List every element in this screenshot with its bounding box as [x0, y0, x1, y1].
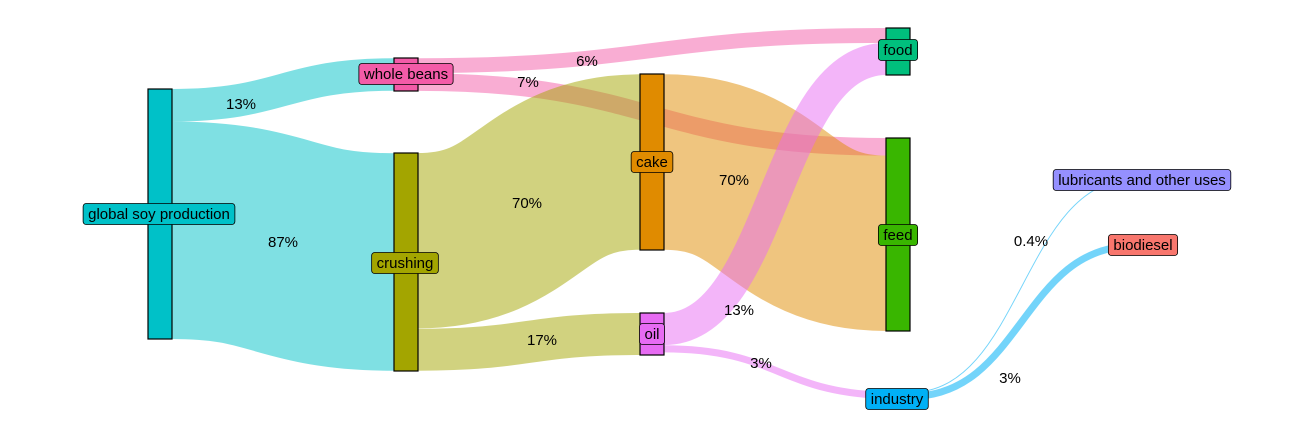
link-label-oil-to-industry: 3%	[750, 355, 772, 372]
node-label-global: global soy production	[88, 206, 230, 223]
link-oil-to-food	[662, 42, 888, 346]
link-global-to-crushing	[170, 121, 396, 371]
node-label-lubricants: lubricants and other uses	[1058, 172, 1226, 189]
node-label-cake: cake	[636, 154, 668, 171]
node-label-oil: oil	[644, 326, 659, 343]
node-label-box-biodiesel	[1107, 234, 1179, 256]
node-label-box-cake	[630, 151, 674, 173]
node-label-box-food	[877, 39, 919, 61]
link-industry-to-biodiesel	[909, 242, 1135, 401]
link-global-to-beans	[171, 58, 395, 122]
node-label-biodiesel: biodiesel	[1113, 237, 1172, 254]
labels-layer: 13% 87% 6% 7% 70% 17% 70% 13% 3% 0.4% 3% global soy…	[82, 39, 1232, 410]
links-layer	[170, 28, 1135, 401]
link-label-beans-to-food: 6%	[576, 53, 598, 70]
link-label-crushing-to-cake: 70%	[512, 195, 542, 212]
link-beans-to-food	[417, 28, 887, 74]
node-label-feed: feed	[883, 227, 912, 244]
link-label-cake-to-feed: 70%	[719, 172, 749, 189]
link-label-global-to-crushing: 87%	[268, 234, 298, 251]
node-label-box-lubricants	[1052, 169, 1232, 191]
link-oil-to-industry	[663, 345, 897, 400]
node-label-box-industry	[865, 388, 929, 410]
node-label-box-crushing	[371, 252, 439, 274]
link-label-industry-to-lubricants: 0.4%	[1014, 233, 1048, 250]
node-label-industry: industry	[871, 391, 924, 408]
link-label-oil-to-food: 13%	[724, 302, 754, 319]
node-label-crushing: crushing	[377, 255, 434, 272]
node-label-box-beans	[358, 63, 454, 85]
link-label-crushing-to-oil: 17%	[527, 332, 557, 349]
link-crushing-to-oil	[417, 313, 641, 371]
node-label-box-global	[82, 203, 236, 225]
link-label-beans-to-feed: 7%	[517, 74, 539, 91]
node-label-beans: whole beans	[363, 66, 448, 83]
link-label-industry-to-biodiesel: 3%	[999, 370, 1021, 387]
node-label-food: food	[883, 42, 912, 59]
link-industry-to-lubricants	[909, 179, 1135, 393]
node-label-box-oil	[639, 323, 665, 345]
node-label-box-feed	[877, 224, 919, 246]
link-crushing-to-cake	[414, 74, 644, 329]
link-label-global-to-beans: 13%	[226, 96, 256, 113]
